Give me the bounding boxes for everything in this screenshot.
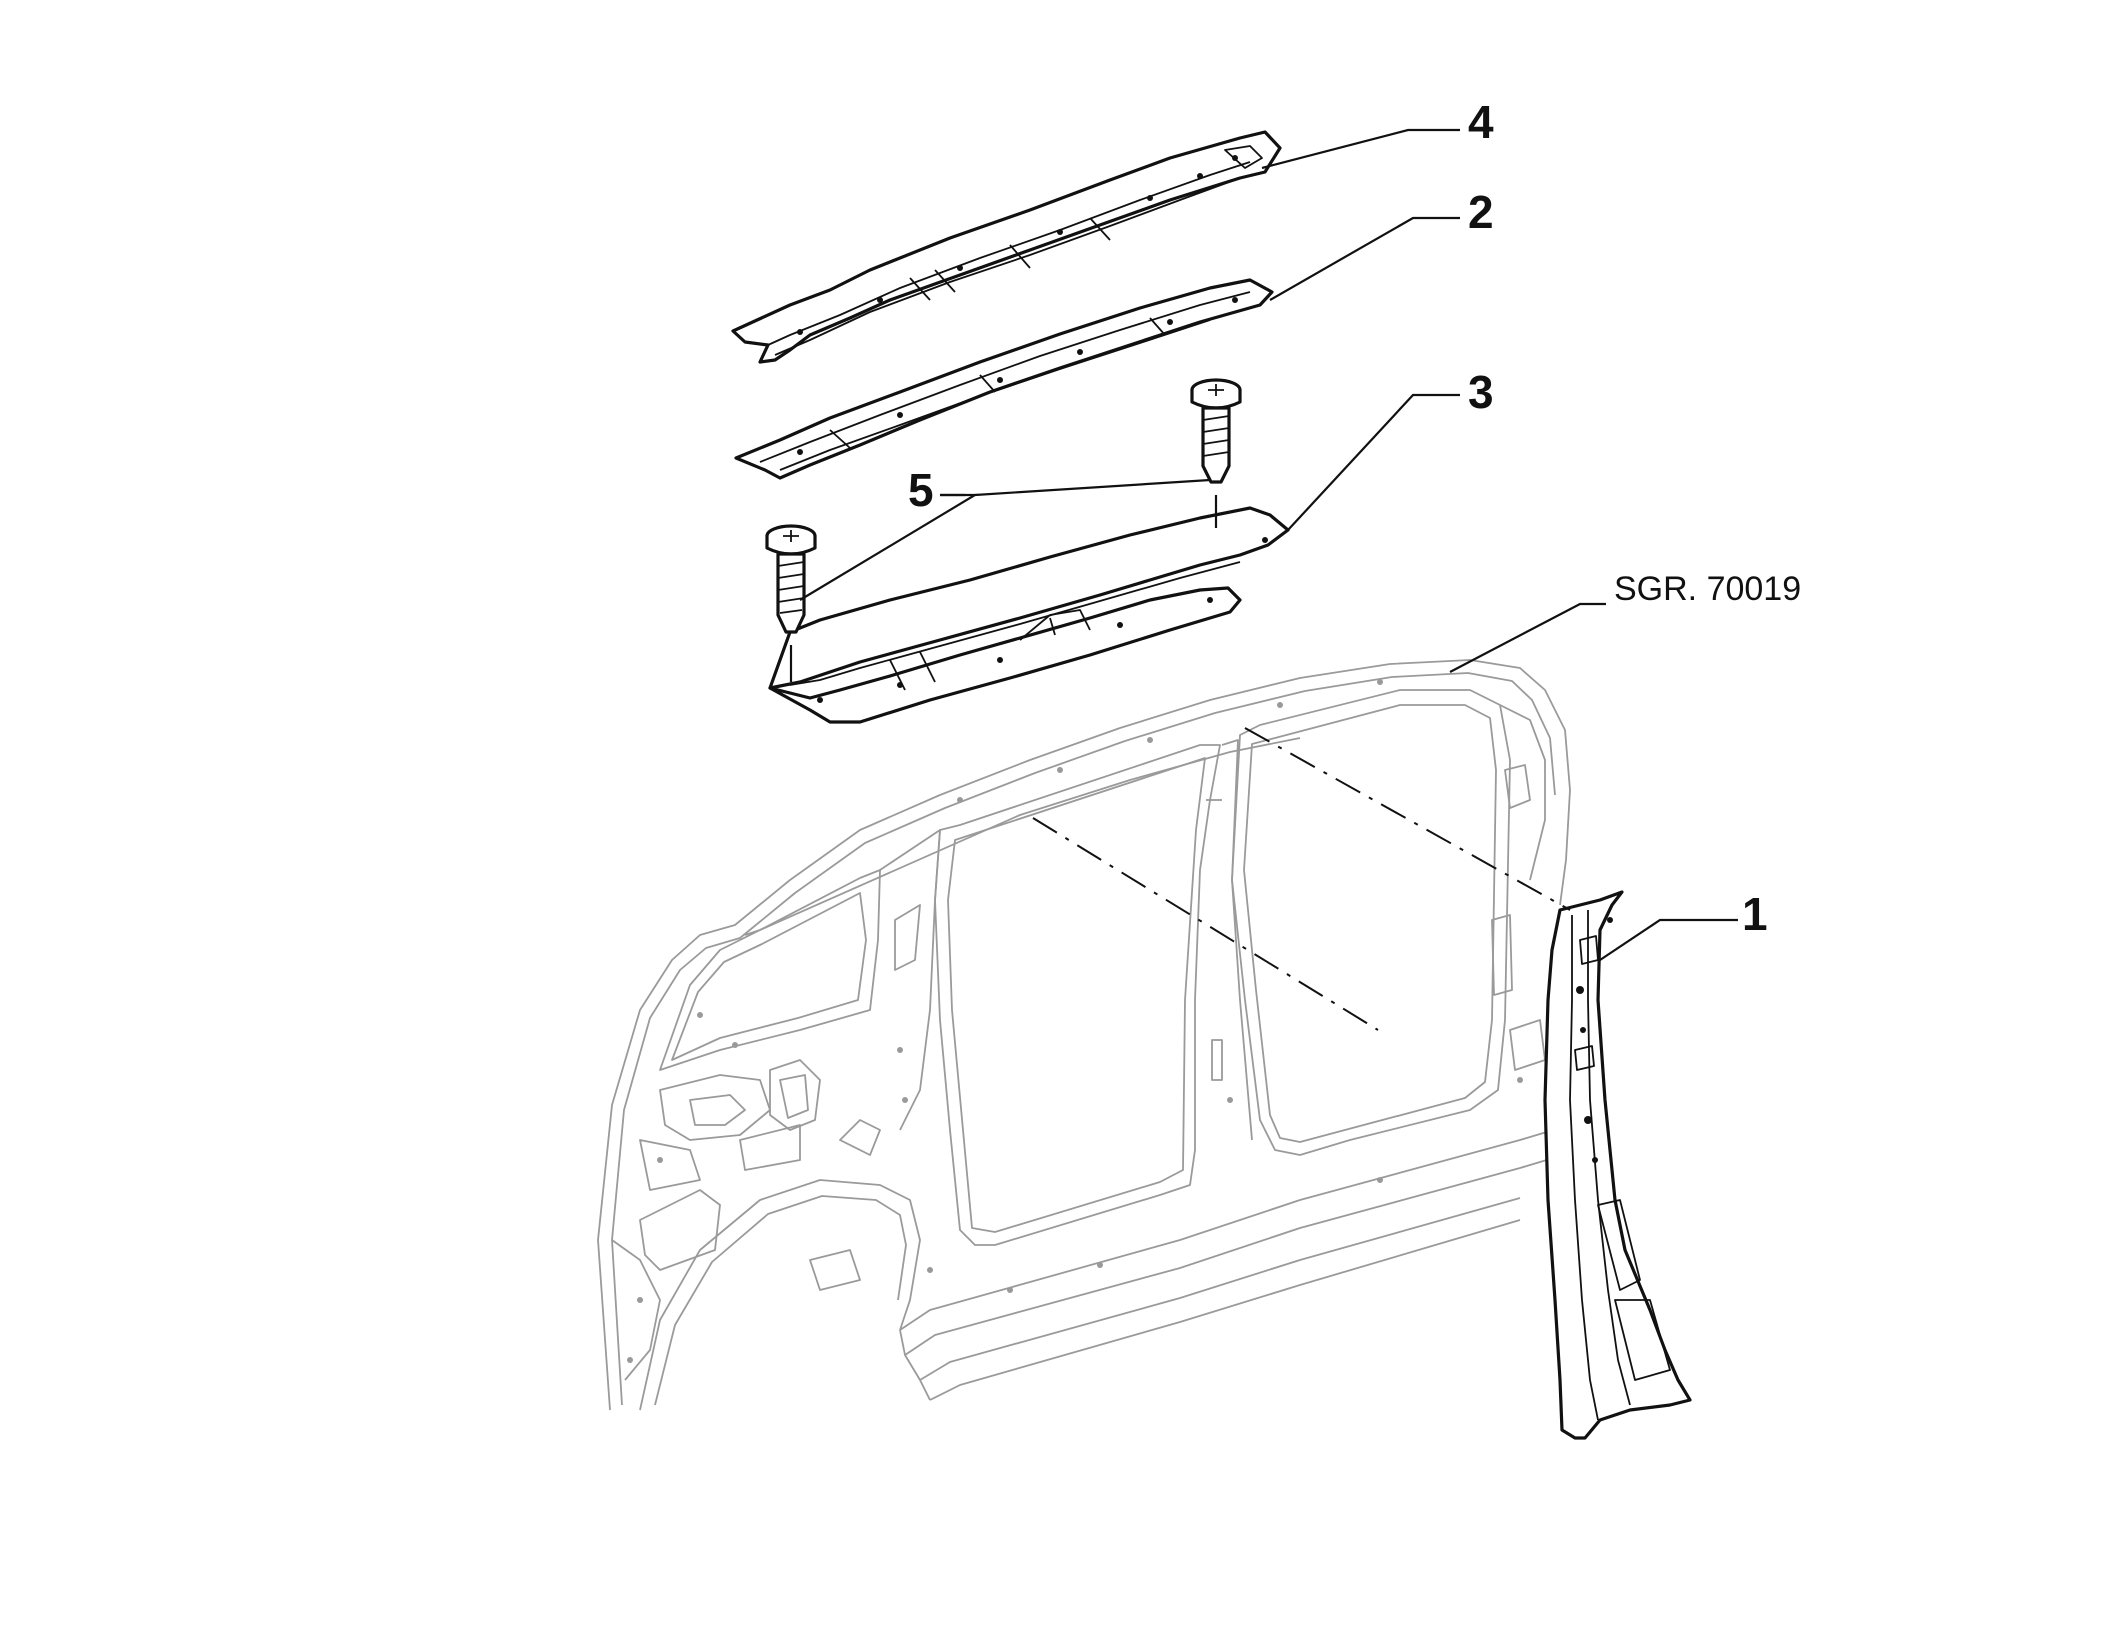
assembly-line-front <box>1244 727 1571 911</box>
part-5-screw-right <box>1190 378 1242 484</box>
assembly-line-rear <box>1032 817 1379 1031</box>
leader-1 <box>1599 918 1738 961</box>
callout-2: 2 <box>1468 186 1494 238</box>
leader-5-right <box>974 478 1211 497</box>
reference-label: SGR. 70019 <box>1614 570 1801 608</box>
callout-5: 5 <box>908 464 934 516</box>
part-2-roof-rail-inner <box>734 278 1274 480</box>
leader-ref <box>1449 602 1606 673</box>
part-3-roof-panel <box>768 506 1290 724</box>
leader-3 <box>1287 393 1460 531</box>
part-4-roof-rail <box>731 130 1282 364</box>
callout-1: 1 <box>1742 888 1768 940</box>
callout-3: 3 <box>1468 366 1494 418</box>
leader-4 <box>1261 128 1460 170</box>
leader-2 <box>1269 216 1460 301</box>
body-side-panel <box>597 659 1571 1411</box>
callout-4: 4 <box>1468 96 1494 148</box>
part-5-screw-left <box>765 524 817 634</box>
part-1-a-pillar <box>1543 890 1692 1440</box>
